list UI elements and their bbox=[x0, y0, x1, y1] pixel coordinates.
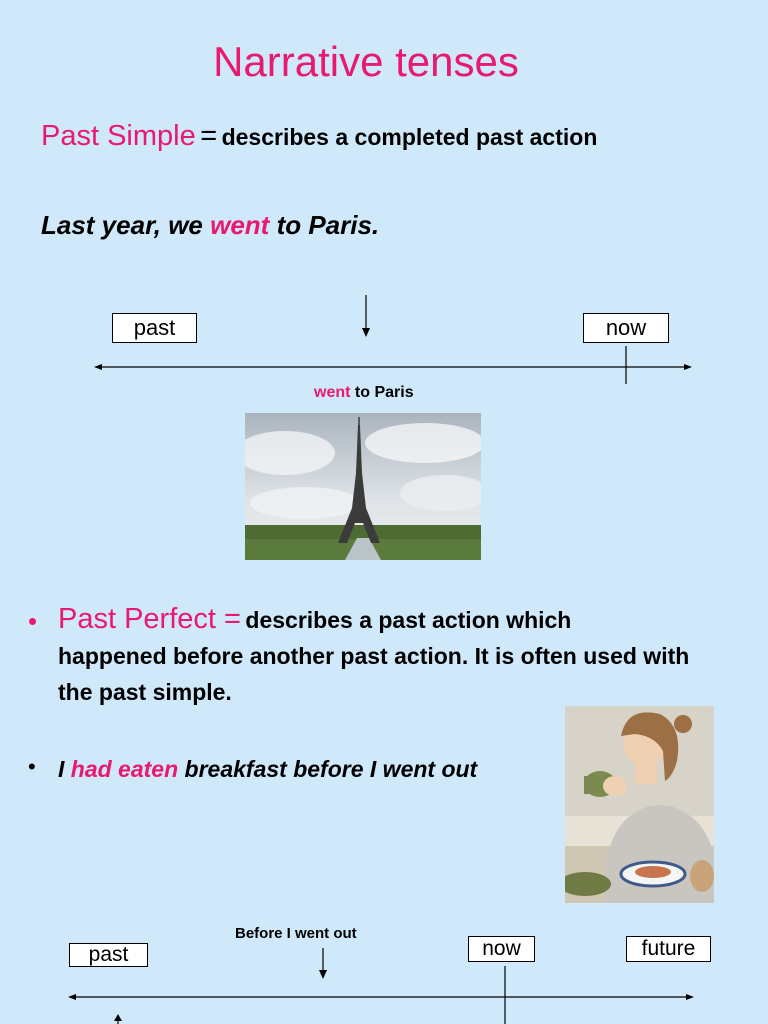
example-text-before: Last year, we bbox=[41, 210, 211, 240]
example-text-after: to Paris. bbox=[269, 210, 380, 240]
eiffel-tower-photo bbox=[245, 413, 481, 560]
past-perfect-description-line1: describes a past action which bbox=[245, 607, 572, 633]
now-label-box-1: now bbox=[583, 313, 669, 343]
past-simple-example: Last year, we went to Paris. bbox=[41, 210, 379, 241]
timeline-2-axis bbox=[68, 994, 694, 1000]
past-simple-term: Past Simple bbox=[41, 120, 196, 152]
caption-rest: to Paris bbox=[350, 384, 414, 401]
now-label-box-2: now bbox=[468, 936, 535, 962]
example2-highlight: had eaten bbox=[70, 756, 179, 782]
example2-before: I bbox=[58, 756, 71, 782]
example2-after: breakfast before I went out bbox=[178, 756, 478, 782]
past-label-box-1: past bbox=[112, 313, 197, 343]
timeline-1-caption: went to Paris bbox=[314, 384, 414, 402]
past-perfect-definition: Past Perfect = describes a past action w… bbox=[58, 603, 718, 712]
event-arrow-2 bbox=[319, 948, 327, 979]
equals-sign: = bbox=[200, 120, 218, 152]
past-perfect-description-rest: happened before another past action. It … bbox=[58, 643, 690, 705]
page-title: Narrative tenses bbox=[213, 38, 519, 85]
past-perfect-example: I had eaten breakfast before I went out bbox=[58, 756, 477, 783]
past-simple-definition: Past Simple = describes a completed past… bbox=[41, 120, 597, 153]
woman-with-coffee-photo bbox=[565, 706, 714, 903]
bullet-example-2: • bbox=[28, 754, 36, 779]
past-label-box-2: past bbox=[69, 943, 148, 967]
bullet-past-perfect: • bbox=[28, 606, 38, 636]
timeline-2-caption: Before I went out bbox=[235, 925, 357, 942]
past-perfect-term: Past Perfect = bbox=[58, 603, 241, 635]
up-arrow-2 bbox=[114, 1014, 122, 1024]
timeline-1-axis bbox=[94, 364, 692, 370]
future-label-box-2: future bbox=[626, 936, 711, 962]
event-arrow-1 bbox=[362, 295, 370, 337]
past-simple-description: describes a completed past action bbox=[221, 124, 598, 150]
example-highlight-verb: went bbox=[210, 210, 270, 240]
caption-highlight: went bbox=[314, 384, 351, 401]
